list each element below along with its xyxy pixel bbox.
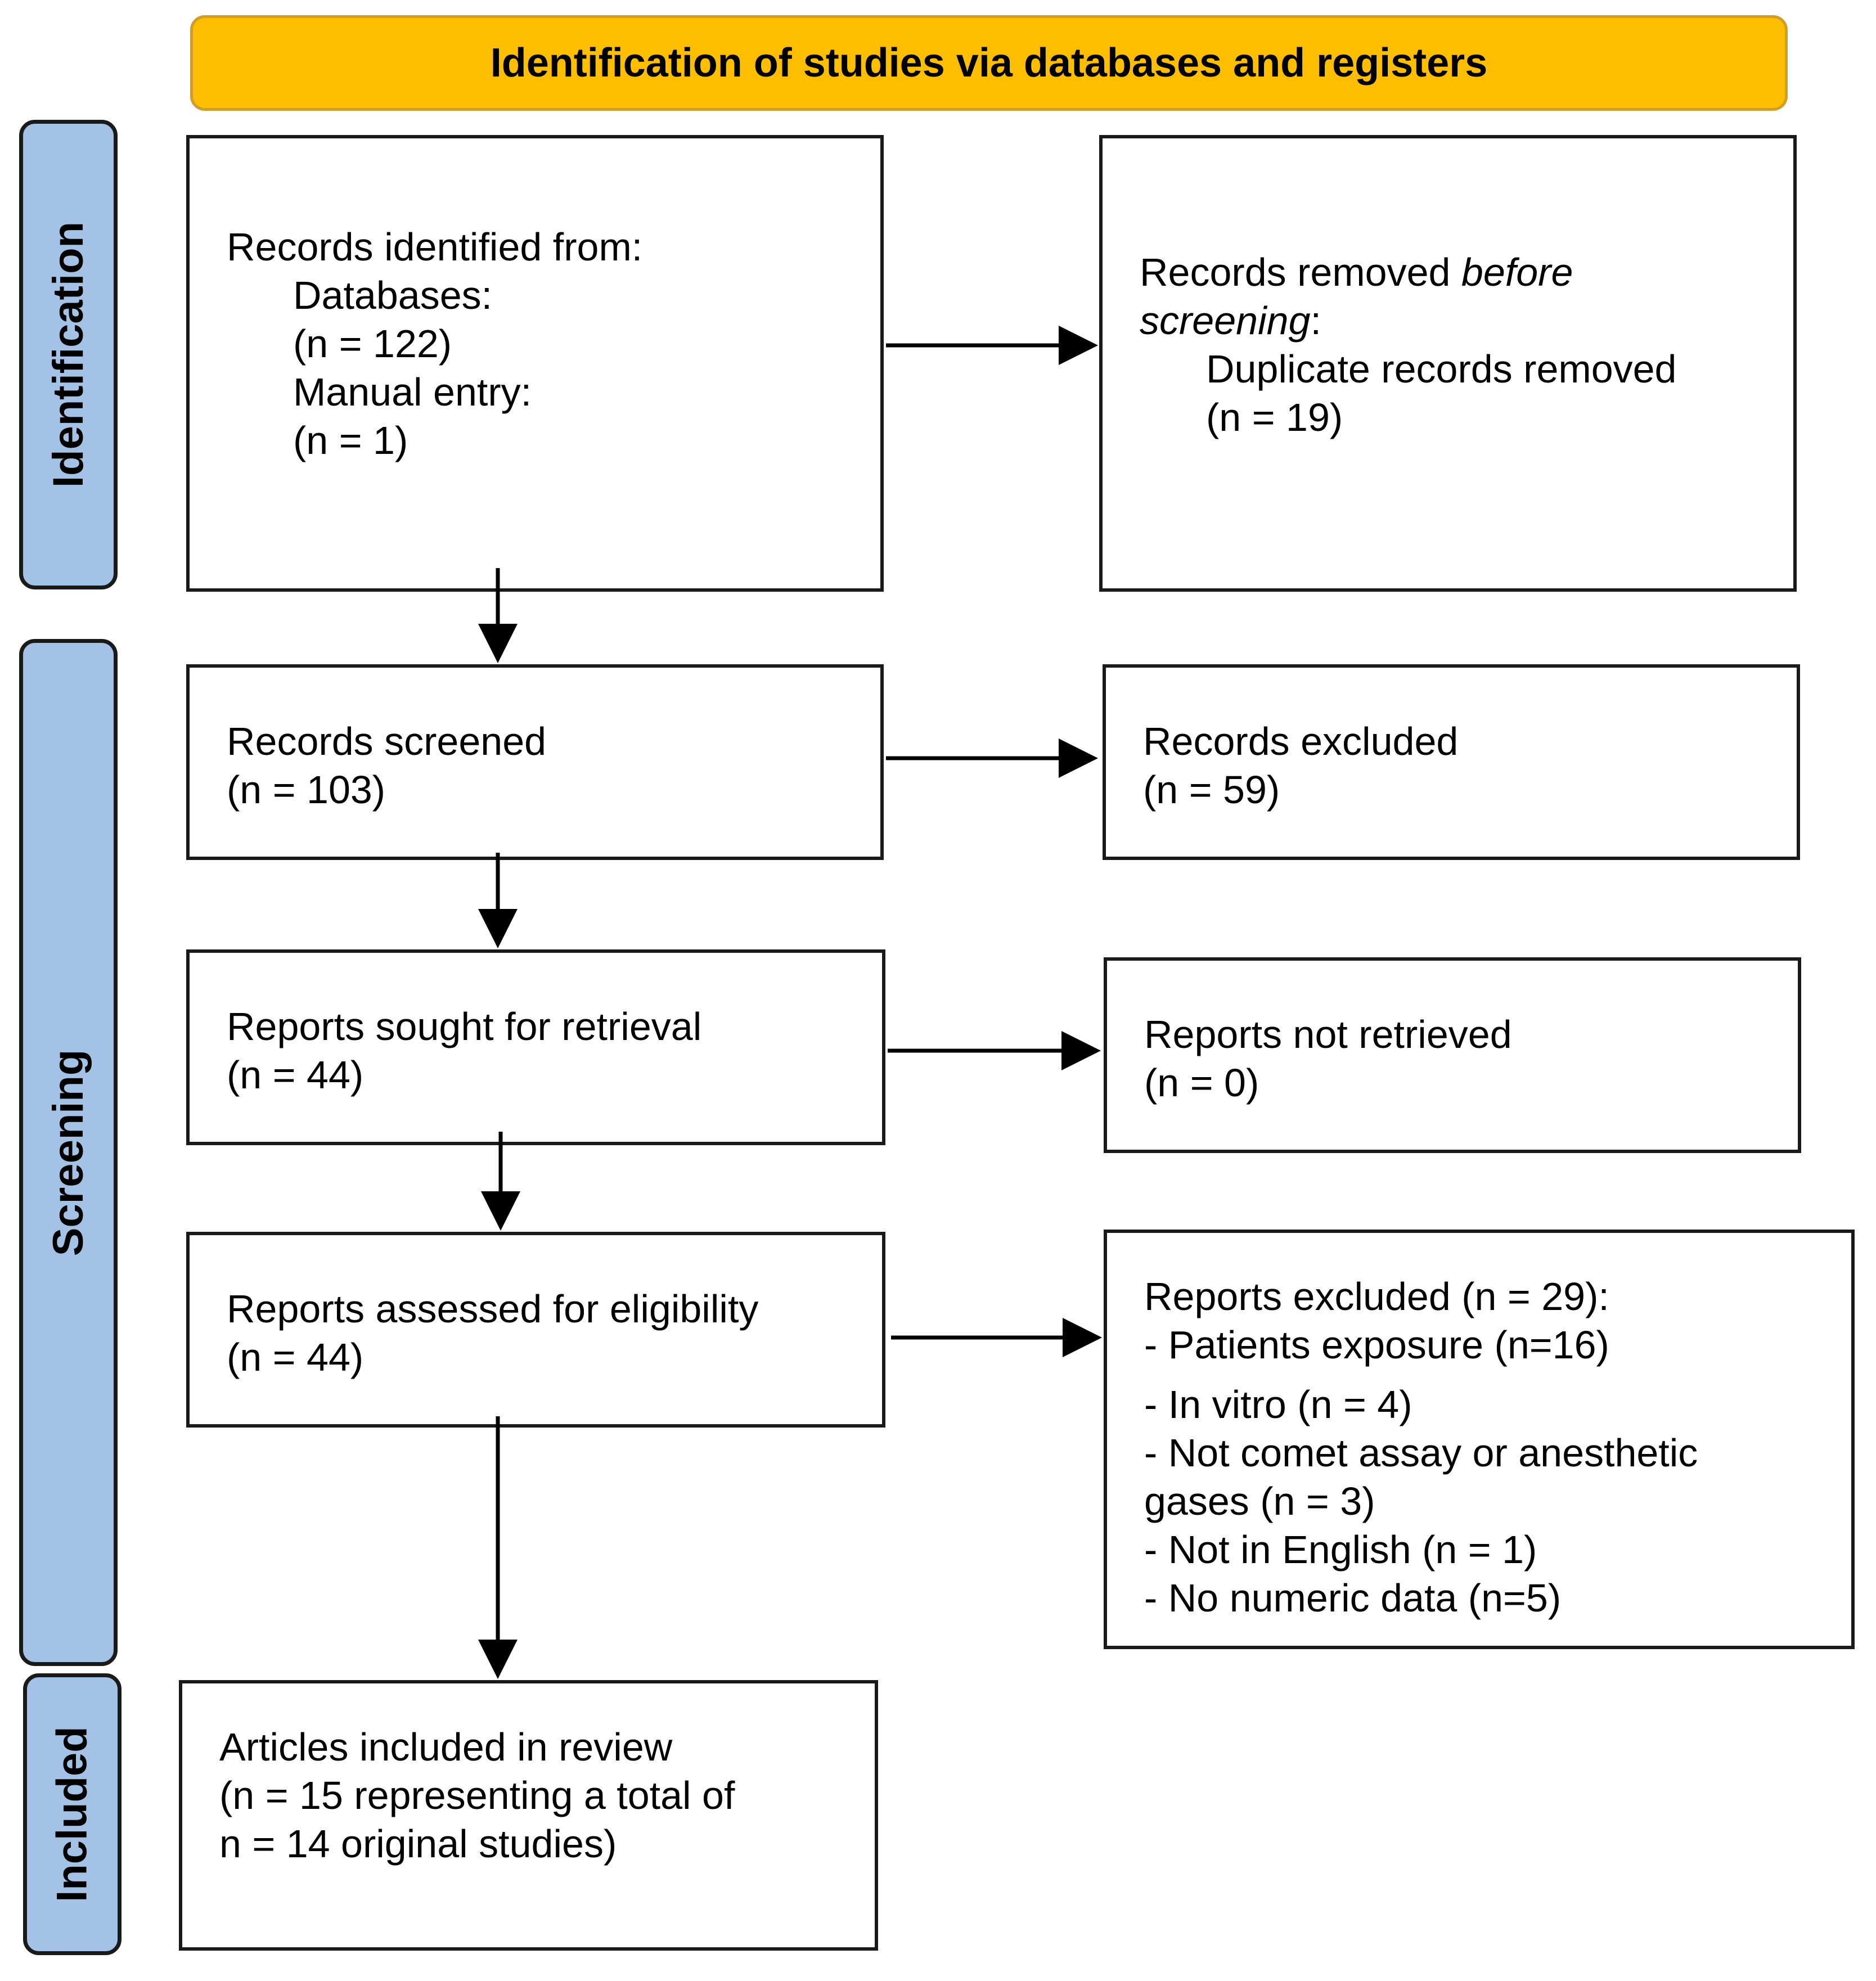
articles-included-count: (n = 15 representing a total of xyxy=(219,1773,735,1817)
reports-sought-box: Reports sought for retrieval (n = 44) xyxy=(186,949,885,1145)
exclusion-not-comet-assay: - Not comet assay or anesthetic xyxy=(1144,1431,1698,1475)
duplicate-records-count: (n = 19) xyxy=(1206,395,1343,439)
articles-included-studies: n = 14 original studies) xyxy=(219,1822,617,1866)
phase-identification: Identification xyxy=(19,120,118,589)
articles-included-label: Articles included in review xyxy=(219,1725,673,1769)
reports-sought-count: (n = 44) xyxy=(227,1053,364,1097)
exclusion-not-english: - Not in English (n = 1) xyxy=(1144,1528,1537,1572)
exclusion-patients-exposure: - Patients exposure (n=16) xyxy=(1144,1323,1609,1367)
records-screened-count: (n = 103) xyxy=(227,768,386,812)
exclusion-not-comet-assay-cont: gases (n = 3) xyxy=(1144,1479,1375,1523)
reports-not-retrieved-count: (n = 0) xyxy=(1144,1061,1259,1105)
records-removed-subtitle: screening: xyxy=(1140,296,1793,345)
records-screened-label: Records screened xyxy=(227,719,547,763)
records-identified-box: Records identified from: Databases: (n =… xyxy=(186,135,884,592)
reports-sought-label: Reports sought for retrieval xyxy=(227,1005,702,1048)
reports-not-retrieved-box: Reports not retrieved (n = 0) xyxy=(1104,957,1801,1153)
reports-not-retrieved-label: Reports not retrieved xyxy=(1144,1012,1512,1056)
duplicate-records-label: Duplicate records removed xyxy=(1206,347,1677,391)
records-identified-title: Records identified from: xyxy=(227,225,643,269)
screening-emphasis: screening xyxy=(1140,299,1311,343)
reports-assessed-box: Reports assessed for eligibility (n = 44… xyxy=(186,1232,885,1428)
databases-count: (n = 122) xyxy=(293,322,452,366)
records-removed-title: Records removed before xyxy=(1140,248,1793,296)
manual-entry-count: (n = 1) xyxy=(293,418,408,462)
manual-entry-label: Manual entry: xyxy=(293,370,532,414)
exclusion-in-vitro: - In vitro (n = 4) xyxy=(1144,1383,1412,1426)
records-removed-text: Records removed xyxy=(1140,250,1461,294)
records-excluded-count: (n = 59) xyxy=(1143,768,1280,812)
exclusion-no-numeric-data: - No numeric data (n=5) xyxy=(1144,1576,1562,1620)
before-emphasis: before xyxy=(1461,250,1573,294)
header-title: Identification of studies via databases … xyxy=(490,40,1488,85)
reports-excluded-title: Reports excluded (n = 29): xyxy=(1144,1275,1609,1318)
records-screened-box: Records screened (n = 103) xyxy=(186,664,884,860)
reports-excluded-box: Reports excluded (n = 29): - Patients ex… xyxy=(1104,1230,1855,1649)
reports-assessed-label: Reports assessed for eligibility xyxy=(227,1287,759,1331)
databases-label: Databases: xyxy=(293,273,493,317)
header-banner: Identification of studies via databases … xyxy=(190,15,1788,111)
records-excluded-label: Records excluded xyxy=(1143,719,1459,763)
articles-included-box: Articles included in review (n = 15 repr… xyxy=(179,1680,878,1951)
reports-assessed-count: (n = 44) xyxy=(227,1335,364,1379)
phase-screening: Screening xyxy=(19,639,118,1666)
records-excluded-box: Records excluded (n = 59) xyxy=(1103,664,1800,860)
phase-included: Included xyxy=(23,1673,122,1955)
colon-text: : xyxy=(1310,299,1321,343)
records-removed-box: Records removed before screening: Duplic… xyxy=(1099,135,1797,592)
